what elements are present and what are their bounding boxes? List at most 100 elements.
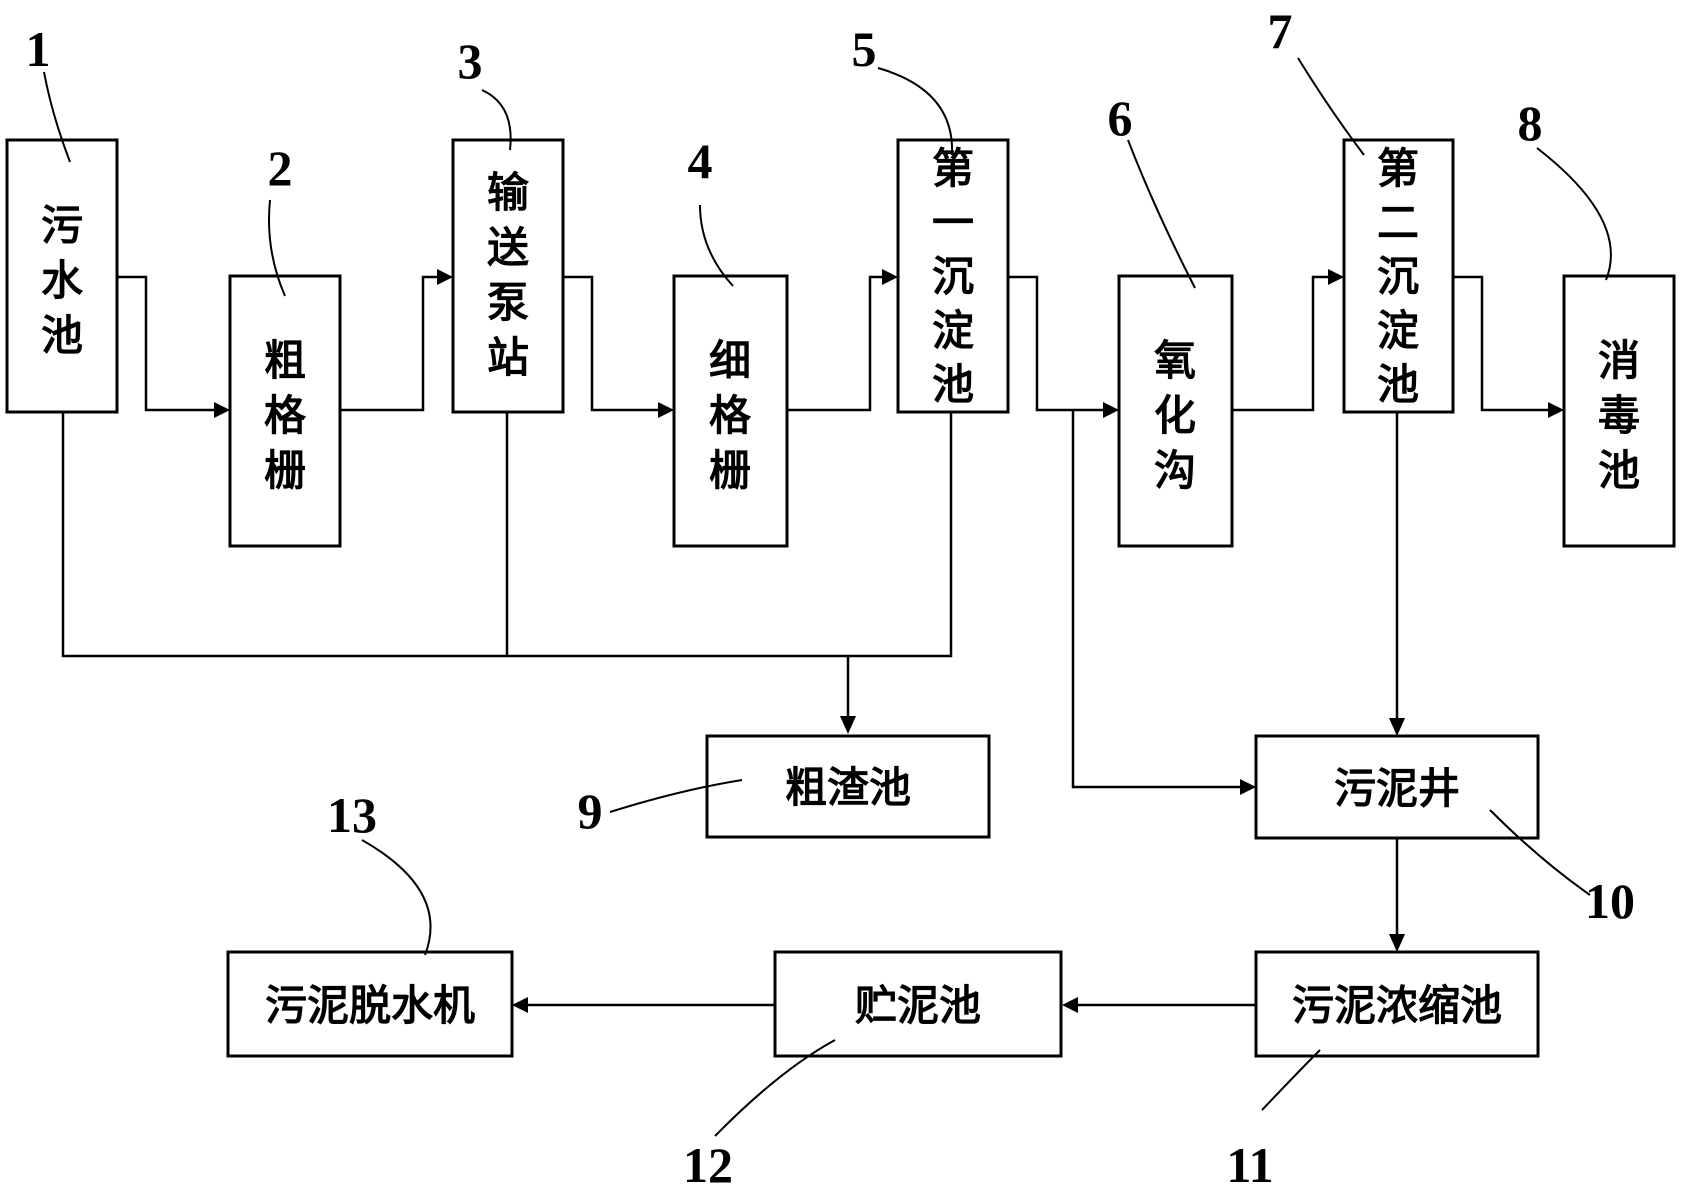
label-9: 粗渣池 (785, 763, 911, 812)
label-7-char-4: 池 (1377, 360, 1419, 409)
leader-12 (714, 1039, 836, 1137)
label-6-char-0: 氧 (1154, 336, 1196, 385)
box-6 (1117, 274, 1234, 548)
leader-6 (1127, 139, 1196, 289)
label-4-char-0: 细 (709, 336, 751, 385)
label-7-char-2: 沉 (1377, 252, 1419, 301)
arrowhead-5-6 (1103, 402, 1119, 418)
label-7-char-0: 第 (1377, 144, 1419, 193)
leader-5 (877, 67, 954, 156)
box-labels: 污 水 池 粗 格 栅 输 送 泵 站 细 格 栅 第 一 沉 淀 池 氧 化 … (41, 144, 1640, 1030)
leader-2 (268, 199, 286, 297)
edge-6-7 (1232, 275, 1328, 412)
arrowhead-11-12 (1062, 997, 1078, 1013)
connectors (61, 269, 1564, 1013)
leader-8 (1536, 147, 1612, 281)
number-1: 1 (26, 21, 51, 77)
edge-5-6 (1008, 275, 1103, 412)
edge-3-4 (563, 275, 658, 412)
box-9 (705, 734, 991, 839)
leader-1 (43, 71, 71, 163)
arrowhead-3-4 (658, 402, 674, 418)
label-3-char-1: 送 (487, 223, 529, 272)
arrowhead-10-11 (1389, 934, 1405, 952)
label-2-char-2: 栅 (264, 446, 306, 495)
label-6-char-2: 沟 (1154, 446, 1196, 495)
arrowhead-2-3 (437, 269, 453, 285)
box-7 (1342, 138, 1455, 414)
arrowhead-4-5 (882, 269, 898, 285)
leader-10 (1489, 809, 1591, 896)
number-4: 4 (688, 133, 713, 189)
number-13: 13 (327, 787, 377, 843)
arrowhead-7-8 (1548, 402, 1564, 418)
label-10: 污泥井 (1334, 764, 1460, 813)
label-1-char-1: 水 (41, 256, 84, 305)
label-7-char-3: 淀 (1377, 306, 1419, 355)
label-2-char-0: 粗 (264, 336, 306, 385)
edge-2-3 (340, 275, 437, 412)
label-3-char-0: 输 (487, 168, 530, 217)
label-5-char-1: 一 (932, 198, 974, 247)
label-1-char-0: 污 (41, 201, 83, 250)
label-8-char-2: 池 (1598, 446, 1640, 495)
arrowhead-7-10 (1389, 718, 1405, 736)
box-4 (672, 274, 789, 548)
label-12: 贮泥池 (855, 981, 981, 1030)
label-3-char-2: 泵 (487, 278, 529, 327)
arrowhead-12-13 (512, 997, 528, 1013)
box-12 (773, 950, 1063, 1058)
leader-7 (1297, 57, 1365, 156)
arrowhead-branch-10 (1240, 779, 1256, 795)
box-13 (226, 950, 514, 1058)
leader-lines (43, 57, 1612, 1137)
leader-3 (481, 89, 512, 151)
label-7-char-1: 二 (1377, 198, 1419, 247)
label-8-char-1: 毒 (1598, 391, 1640, 440)
box-11 (1254, 950, 1540, 1058)
node-boxes (5, 138, 1676, 1058)
number-9: 9 (578, 783, 603, 839)
label-5-char-0: 第 (932, 144, 974, 193)
box-2 (228, 274, 342, 548)
leader-13 (361, 839, 432, 956)
arrowhead-1-2 (214, 402, 230, 418)
edge-4-5 (787, 275, 882, 412)
label-2-char-1: 格 (264, 391, 307, 440)
label-1-char-2: 池 (41, 311, 83, 360)
number-12: 12 (683, 1137, 733, 1190)
number-7: 7 (1268, 3, 1293, 59)
box-5 (896, 138, 1010, 414)
edge-7-8 (1453, 275, 1548, 412)
number-8: 8 (1518, 95, 1543, 151)
box-3 (451, 138, 565, 414)
number-10: 10 (1585, 873, 1635, 929)
label-5-char-2: 沉 (932, 252, 974, 301)
reference-numbers: 1 2 3 4 5 6 7 8 9 10 11 12 13 (26, 3, 1636, 1190)
leader-4 (699, 204, 734, 287)
edge-1-2 (117, 275, 214, 412)
leader-9 (609, 779, 743, 813)
label-3-char-3: 站 (487, 333, 529, 382)
leader-11 (1261, 1049, 1321, 1111)
number-3: 3 (458, 33, 483, 89)
label-5-char-4: 池 (932, 360, 974, 409)
box-8 (1562, 274, 1676, 548)
label-4-char-2: 栅 (709, 446, 751, 495)
box-10 (1254, 734, 1540, 840)
arrowhead-6-7 (1328, 269, 1344, 285)
number-2: 2 (268, 140, 293, 196)
label-6-char-1: 化 (1154, 391, 1196, 440)
label-8-char-0: 消 (1598, 336, 1640, 385)
box-1 (5, 138, 119, 414)
label-4-char-1: 格 (709, 391, 752, 440)
label-11: 污泥浓缩池 (1292, 981, 1502, 1030)
label-5-char-3: 淀 (932, 306, 974, 355)
edge-branch-10 (1071, 410, 1240, 789)
number-11: 11 (1226, 1137, 1273, 1190)
number-5: 5 (852, 21, 877, 77)
arrowhead-bus-9 (840, 716, 856, 734)
number-6: 6 (1108, 90, 1133, 146)
label-13: 污泥脱水机 (265, 981, 475, 1030)
